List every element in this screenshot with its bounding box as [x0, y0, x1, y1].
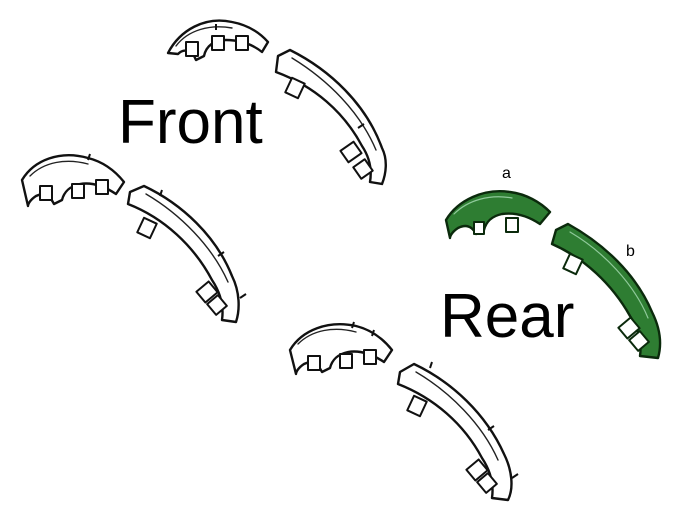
- rear-label: Rear: [440, 282, 575, 351]
- front-top-side-piece: [274, 48, 387, 186]
- front-bumper-top: [166, 19, 387, 186]
- rear-bottom-side-piece: [396, 361, 519, 502]
- rear-corner-piece-a: [444, 190, 552, 240]
- part-a-label: a: [502, 165, 511, 182]
- rear-bottom-corner-piece: [288, 321, 394, 376]
- front-middle-side-piece: [126, 184, 247, 324]
- front-middle-corner-piece: [20, 153, 126, 208]
- front-label: Front: [118, 88, 263, 157]
- rear-bumper-bottom: [288, 321, 519, 502]
- front-top-corner-piece: [166, 19, 270, 62]
- front-bumper-middle: [20, 153, 247, 324]
- rear-side-piece-b: [550, 222, 662, 360]
- rear-bumper-green: [444, 190, 662, 360]
- part-b-label: b: [626, 243, 635, 260]
